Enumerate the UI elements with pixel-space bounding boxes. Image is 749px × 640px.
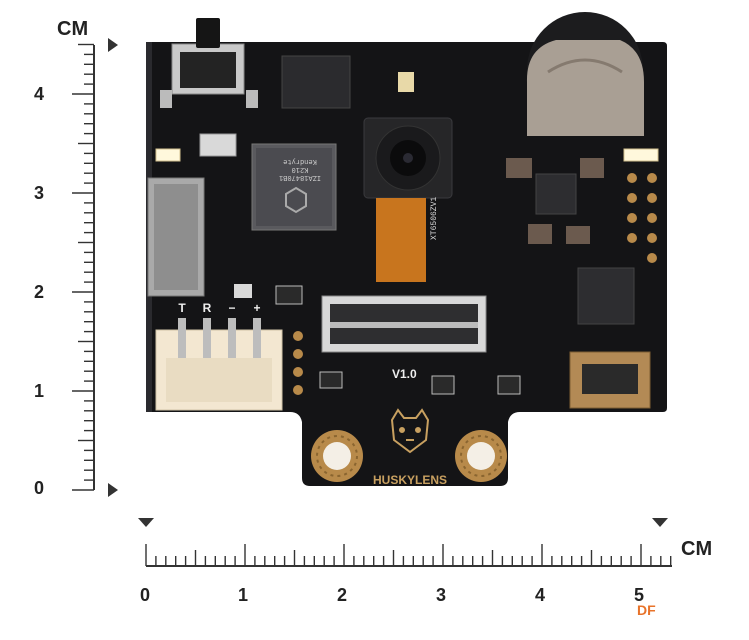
horizontal-tick-label: 2 [337, 585, 348, 605]
gold-pads-right [627, 173, 657, 263]
vertical-tick-label: 1 [34, 381, 45, 401]
connector-pin-labels: T R − + [178, 301, 260, 315]
horizontal-tick-label: 4 [535, 585, 546, 605]
version-label: V1.0 [392, 367, 417, 381]
mounting-hole-left [311, 430, 363, 482]
horizontal-tick-label: 3 [436, 585, 447, 605]
svg-text:Kendryte: Kendryte [283, 157, 317, 165]
led-left [155, 148, 181, 162]
watermark: DF [637, 602, 656, 618]
ruler-unit-vertical: CM [57, 18, 89, 40]
svg-text:R: R [203, 301, 212, 315]
ic-chip-small [535, 173, 577, 215]
ruler-top-marker-icon [108, 38, 118, 52]
svg-text:IZA18470B1: IZA18470B1 [279, 173, 321, 181]
husky-logo-icon [390, 408, 430, 454]
ruler-bottom-marker-icon [108, 483, 118, 497]
coin-cell-holder [526, 12, 644, 136]
gold-pads-left [293, 331, 303, 395]
fpc-connector [321, 295, 487, 353]
flash-chip [281, 55, 351, 109]
svg-text:K210: K210 [292, 165, 309, 173]
svg-text:−: − [228, 301, 235, 315]
k210-processor: Kendryte K210 IZA18470B1 [251, 143, 337, 231]
pcb-board: HUSKYLENS Kendryte K210 IZA18470B1 [146, 12, 667, 487]
vertical-tick-label: 4 [34, 84, 45, 104]
micro-usb-port [569, 351, 651, 409]
horizontal-tick-label: 0 [140, 585, 151, 605]
uart-connector [155, 318, 283, 411]
push-button-switch [160, 18, 258, 108]
horizontal-tick-label: 5 [634, 585, 645, 605]
ruler-left-marker-icon [138, 518, 154, 527]
ruler-right-marker-icon [652, 518, 668, 527]
svg-text:XT6506ZV1: XT6506ZV1 [430, 197, 439, 240]
vertical-ruler [72, 38, 118, 497]
sd-card-slot [147, 177, 205, 297]
vertical-tick-label: 2 [34, 282, 45, 302]
brand-label: HUSKYLENS [373, 473, 447, 487]
vertical-tick-label: 3 [34, 183, 45, 203]
horizontal-tick-label: 1 [238, 585, 249, 605]
passive-components [234, 158, 604, 395]
horizontal-ruler [138, 518, 672, 567]
led-top [398, 72, 414, 92]
camera-module [363, 117, 453, 199]
ic-chip-right [577, 267, 635, 325]
svg-text:T: T [178, 301, 186, 315]
svg-text:+: + [253, 301, 260, 315]
crystal-oscillator [199, 133, 237, 157]
flex-cable: XT6506ZV1 [376, 197, 439, 282]
mounting-hole-right [455, 430, 507, 482]
led-right [623, 148, 659, 162]
ruler-unit-horizontal: CM [681, 538, 713, 560]
vertical-tick-label: 0 [34, 478, 45, 498]
